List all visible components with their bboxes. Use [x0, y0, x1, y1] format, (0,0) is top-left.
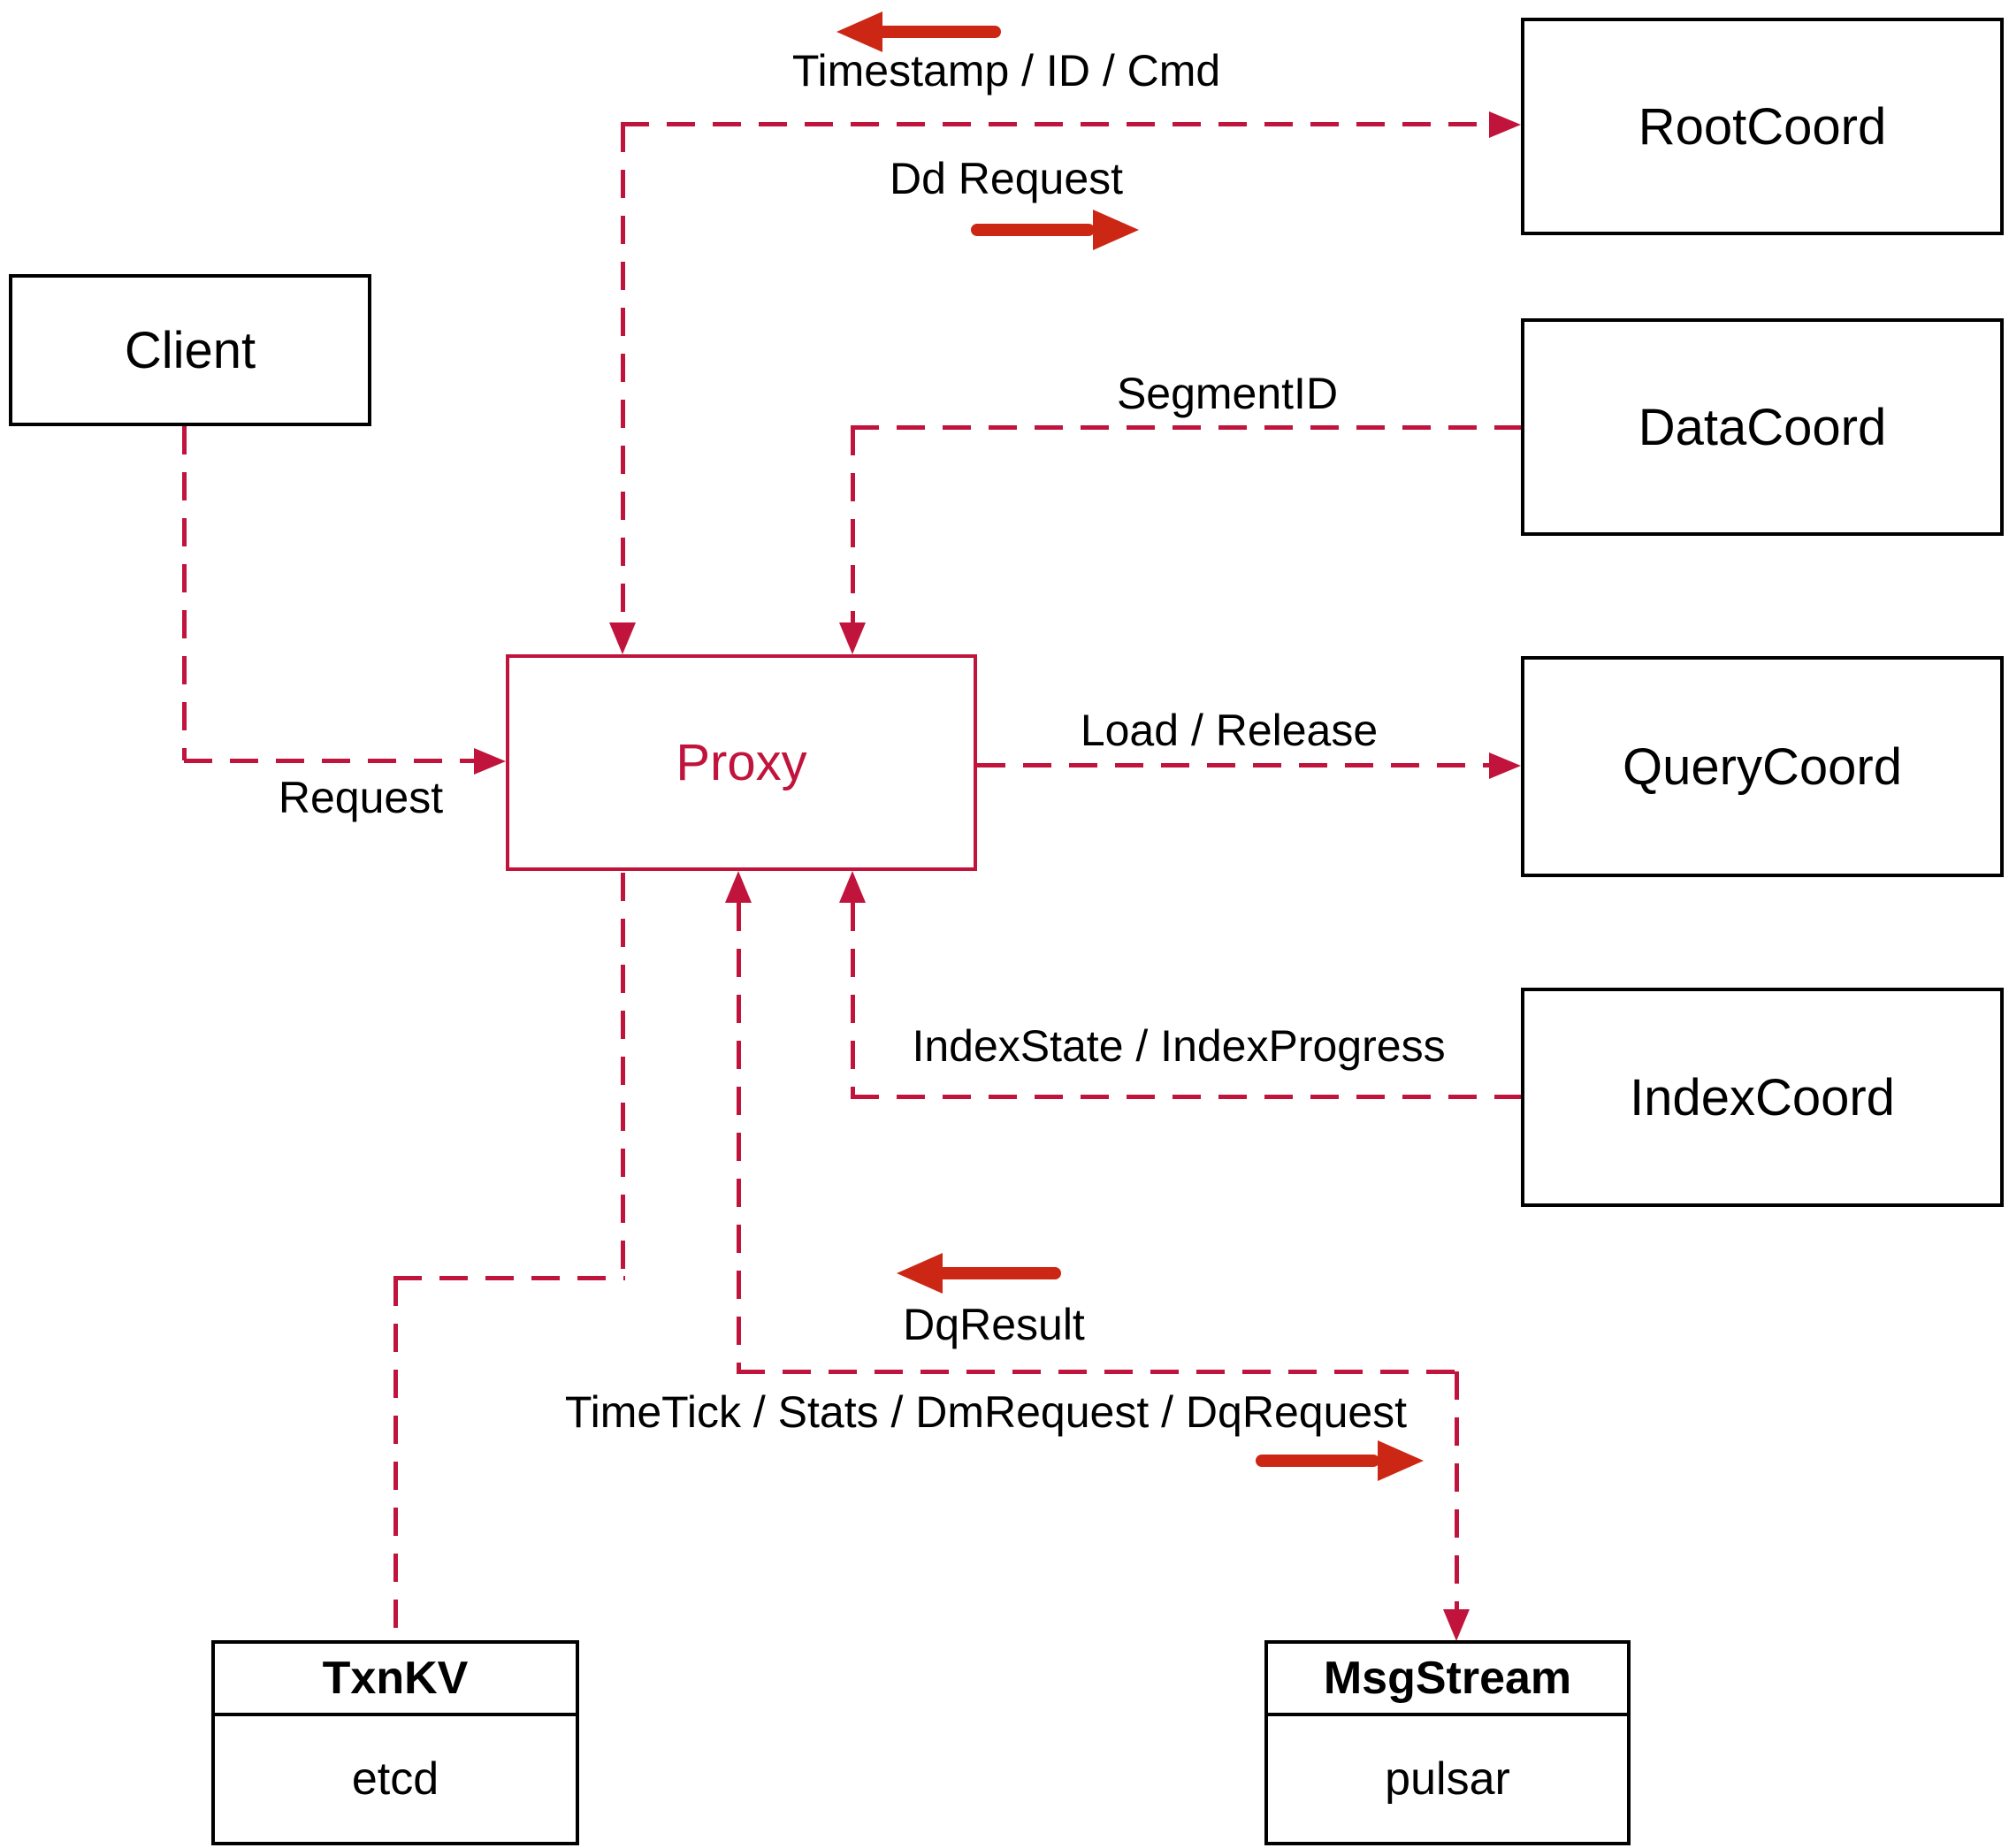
- arrow-body: [971, 224, 1095, 236]
- edge-indexcoord-proxy-horizontal: [851, 1095, 1521, 1099]
- rootcoord-node-label: RootCoord: [1638, 97, 1887, 156]
- arrow-tip: [1378, 1440, 1424, 1481]
- edge-proxy-querycoord-horizontal: [977, 763, 1489, 767]
- edge-label-index-state: IndexState / IndexProgress: [912, 1021, 1446, 1071]
- datacoord-node: DataCoord: [1521, 318, 2004, 536]
- edge-label-load-release: Load / Release: [1080, 706, 1379, 755]
- txnkv-node-subtitle: etcd: [351, 1753, 439, 1805]
- txnkv-node: TxnKV etcd: [211, 1640, 579, 1845]
- edge-client-proxy-vertical: [182, 426, 187, 760]
- edge-label-timetick: TimeTick / Stats / DmRequest / DqRequest: [564, 1387, 1408, 1437]
- querycoord-node: QueryCoord: [1521, 656, 2004, 877]
- client-node-label: Client: [124, 321, 256, 379]
- arrow-body: [877, 26, 1001, 38]
- datacoord-node-label: DataCoord: [1638, 398, 1887, 456]
- querycoord-node-label: QueryCoord: [1623, 737, 1902, 796]
- arrowhead-into-rootcoord: [1489, 111, 1521, 138]
- edge-label-timestamp: Timestamp / ID / Cmd: [791, 46, 1221, 95]
- edge-label-request: Request: [278, 773, 444, 822]
- arrowhead-into-proxy-bottom-right: [839, 871, 866, 903]
- arrowhead-into-proxy-bottom-left: [725, 871, 752, 903]
- indexcoord-node-label: IndexCoord: [1630, 1068, 1895, 1126]
- edge-client-proxy-horizontal: [184, 759, 476, 763]
- edge-proxy-msgstream-vertical-left: [737, 903, 741, 1371]
- msgstream-node: MsgStream pulsar: [1264, 1640, 1631, 1845]
- rootcoord-node: RootCoord: [1521, 18, 2004, 235]
- edge-proxy-rootcoord-vertical: [621, 124, 625, 622]
- edge-proxy-msgstream-horizontal: [737, 1370, 1456, 1374]
- edge-label-dq-result: DqResult: [903, 1300, 1085, 1349]
- client-node: Client: [9, 274, 371, 426]
- arrowhead-into-querycoord: [1489, 752, 1521, 779]
- indexcoord-node: IndexCoord: [1521, 988, 2004, 1207]
- edge-proxy-rootcoord-horizontal: [621, 122, 1489, 126]
- edge-proxy-msgstream-vertical-right: [1455, 1371, 1459, 1611]
- msgstream-node-subtitle: pulsar: [1385, 1753, 1510, 1805]
- msgstream-node-title: MsgStream: [1268, 1644, 1627, 1716]
- edge-proxy-txnkv-horizontal: [393, 1276, 625, 1280]
- edge-proxy-txnkv-vertical-lower: [393, 1278, 398, 1642]
- arrow-body: [937, 1267, 1061, 1279]
- arrow-tip: [897, 1253, 943, 1294]
- arrowhead-into-proxy-top-right: [839, 622, 866, 654]
- arrow-tip: [1093, 210, 1139, 250]
- proxy-node-label: Proxy: [676, 734, 807, 791]
- edge-proxy-txnkv-vertical-upper: [621, 873, 625, 1279]
- edge-datacoord-proxy-horizontal: [851, 425, 1521, 430]
- edge-datacoord-proxy-vertical: [851, 427, 855, 622]
- arrow-body: [1256, 1455, 1379, 1467]
- txnkv-node-title: TxnKV: [215, 1644, 576, 1716]
- proxy-node: Proxy: [506, 654, 977, 871]
- arrowhead-into-proxy-top-left: [609, 622, 636, 654]
- edge-label-dd-request: Dd Request: [889, 154, 1124, 203]
- arrowhead-into-proxy-left: [474, 748, 506, 775]
- arrowhead-into-msgstream: [1443, 1609, 1470, 1641]
- edge-label-segment-id: SegmentID: [1116, 369, 1339, 418]
- arrow-tip: [836, 11, 882, 52]
- edge-indexcoord-proxy-vertical: [851, 903, 855, 1097]
